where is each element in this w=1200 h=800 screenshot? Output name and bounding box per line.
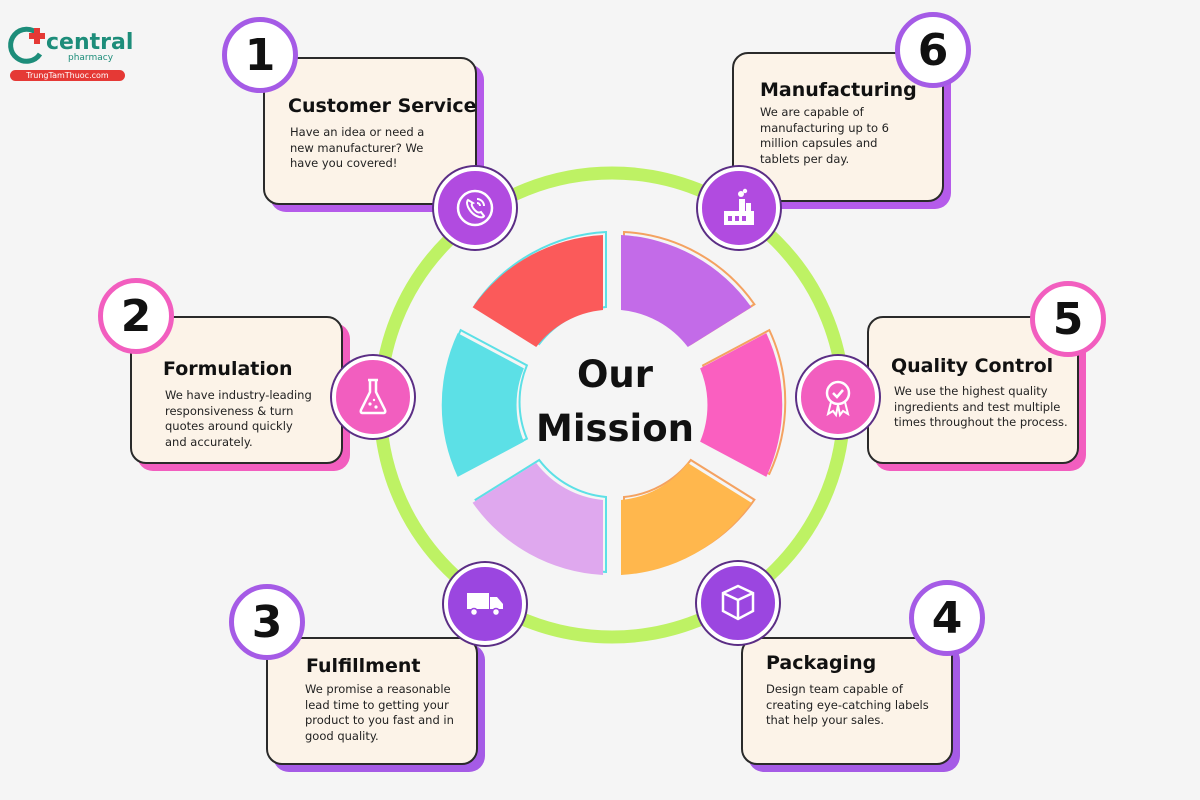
segment-purple xyxy=(621,235,752,348)
segment-red xyxy=(472,235,603,348)
segment-pink xyxy=(700,333,783,477)
mission-segments xyxy=(441,230,787,575)
factory-icon xyxy=(724,188,754,225)
award-icon-badge xyxy=(797,356,879,438)
phone-icon-badge xyxy=(434,167,516,249)
step-description: Have an idea or need a new manufacturer?… xyxy=(290,125,425,170)
brand-sub: pharmacy xyxy=(68,53,114,63)
center-title-line1: Our xyxy=(576,353,654,396)
box-icon-badge xyxy=(697,562,779,644)
step-card-formulation: Formulation We have industry-leading res… xyxy=(130,316,343,464)
step-title: Packaging xyxy=(766,652,877,674)
step-description: We use the highest quality ingredients a… xyxy=(894,384,1068,429)
phone-icon xyxy=(456,189,494,227)
step-description: We promise a reasonable lead time to get… xyxy=(305,682,454,743)
box-icon xyxy=(721,584,755,621)
step-description: Design team capable of creating eye-catc… xyxy=(766,682,929,727)
step-description: We are capable of manufacturing up to 6 … xyxy=(760,105,889,166)
brand-url: TrungTamThuoc.com xyxy=(10,70,125,81)
step-number-6: 6 xyxy=(895,12,971,88)
segment-orange xyxy=(621,462,752,575)
pharmacy-cross-icon xyxy=(8,26,45,64)
step-number-3: 3 xyxy=(229,584,305,660)
flask-icon xyxy=(359,378,387,415)
step-number-2: 2 xyxy=(98,278,174,354)
truck-icon-badge xyxy=(444,563,526,645)
flask-icon-badge xyxy=(332,356,414,438)
award-icon xyxy=(825,380,851,418)
step-description: We have industry-leading responsiveness … xyxy=(165,388,312,449)
step-number-1: 1 xyxy=(222,17,298,93)
step-card-packaging: Packaging Design team capable of creatin… xyxy=(741,637,953,765)
center-title: Our Mission xyxy=(530,348,700,456)
step-title: Manufacturing xyxy=(760,79,917,101)
step-title: Customer Service xyxy=(288,95,477,117)
step-card-fulfillment: Fulfillment We promise a reasonable lead… xyxy=(266,637,478,765)
segment-cyan xyxy=(441,333,524,477)
step-title: Quality Control xyxy=(891,355,1054,377)
step-number-4: 4 xyxy=(909,580,985,656)
step-card-manufacturing: Manufacturing We are capable of manufact… xyxy=(732,52,944,202)
truck-icon xyxy=(467,593,503,617)
brand-name: central xyxy=(46,30,134,55)
step-title: Fulfillment xyxy=(306,655,421,677)
step-title: Formulation xyxy=(163,358,293,380)
step-card-customer-service: Customer Service Have an idea or need a … xyxy=(263,57,477,205)
step-number-5: 5 xyxy=(1030,281,1106,357)
center-title-line2: Mission xyxy=(536,407,694,450)
segment-lilac xyxy=(472,462,603,575)
factory-icon-badge xyxy=(698,167,780,249)
